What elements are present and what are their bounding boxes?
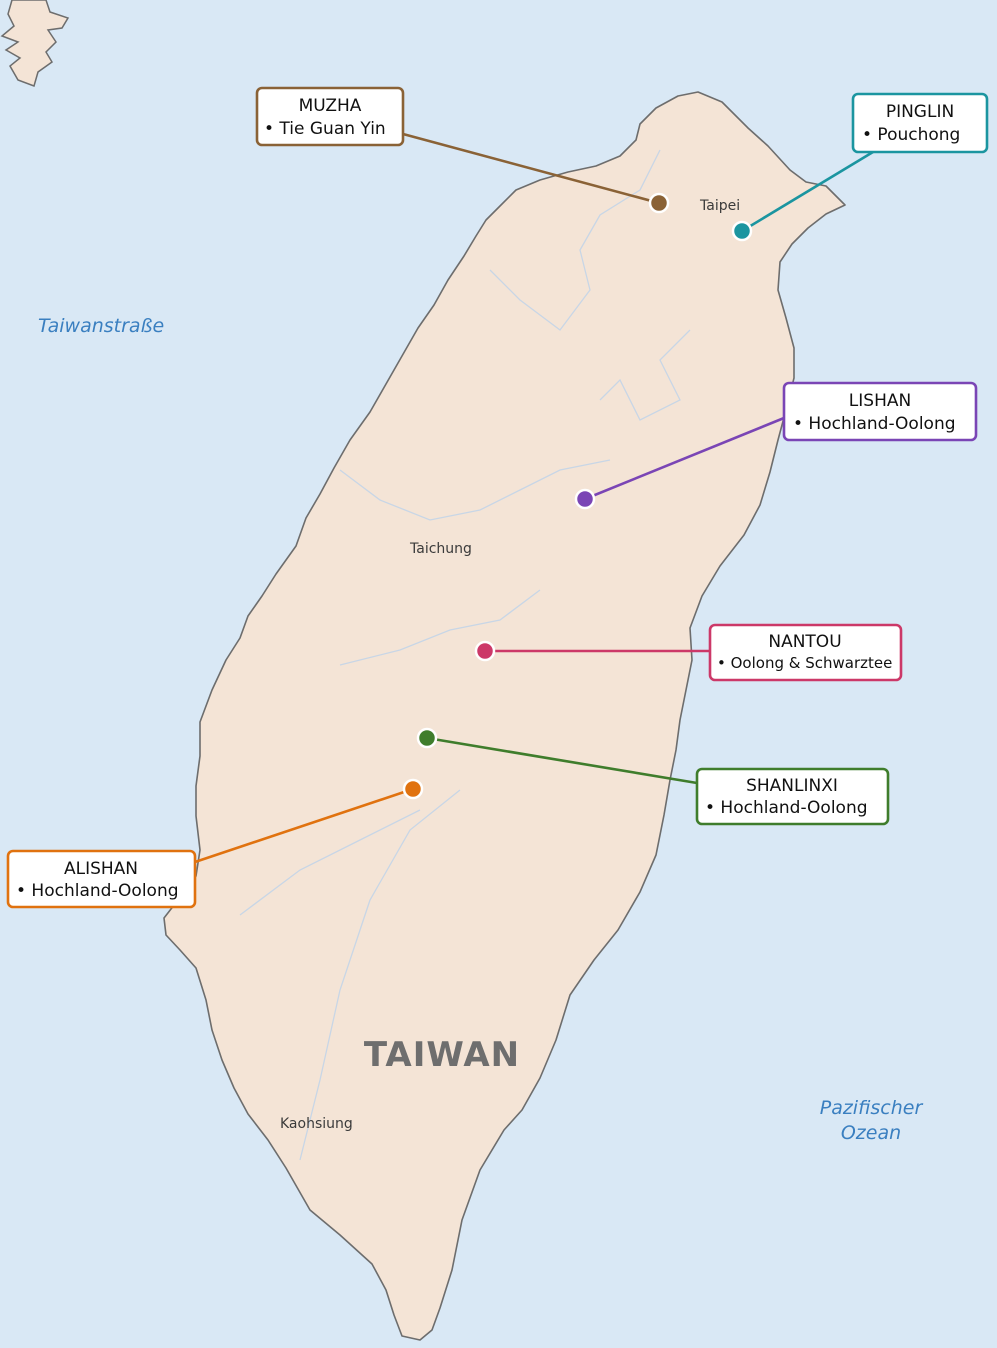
- label-box-shanlinxi-frame: [695, 767, 890, 826]
- label-alishan-tea: • Hochland-Oolong: [16, 881, 179, 901]
- label-box-nantou-frame: [708, 623, 903, 682]
- river-south-1: [299, 789, 461, 1161]
- city-label-kaohsiung: Kaohsiung: [280, 1116, 353, 1132]
- label-shanlinxi-tea: • Hochland-Oolong: [705, 798, 868, 818]
- leader-line-lishan: [584, 416, 785, 501]
- river-north: [489, 149, 661, 331]
- leader-line-pinglin: [741, 150, 874, 233]
- label-muzha-name: MUZHA: [299, 96, 362, 116]
- marker-shanlinxi[interactable]: [416, 727, 438, 749]
- label-box-pinglin-frame: [851, 92, 989, 154]
- leader-line-shanlinxi: [426, 736, 698, 785]
- river-south-2: [239, 809, 421, 916]
- label-nantou-name: NANTOU: [768, 632, 841, 652]
- label-box-muzha[interactable]: MUZHA • Tie Guan Yin: [255, 86, 405, 147]
- label-lishan-name: LISHAN: [849, 391, 911, 411]
- rivers: [239, 149, 691, 1161]
- river-east: [599, 329, 691, 421]
- label-box-pinglin[interactable]: PINGLIN • Pouchong: [851, 92, 989, 154]
- ocean-label-line2: Ozean: [841, 1122, 901, 1144]
- label-pinglin-name: PINGLIN: [886, 102, 954, 122]
- label-box-nantou[interactable]: NANTOU • Oolong & Schwarztee: [708, 623, 903, 682]
- country-label: TAIWAN: [364, 1035, 520, 1075]
- label-box-shanlinxi[interactable]: SHANLINXI • Hochland-Oolong: [695, 767, 890, 826]
- leader-line-alishan: [194, 787, 414, 864]
- ocean-label-line1: Pazifischer: [820, 1097, 924, 1119]
- city-label-taipei: Taipei: [699, 198, 740, 214]
- region-markers: [402, 192, 753, 800]
- marker-nantou[interactable]: [474, 640, 496, 662]
- label-pinglin-tea: • Pouchong: [862, 125, 960, 145]
- river-central-2: [339, 589, 541, 666]
- label-box-alishan[interactable]: ALISHAN • Hochland-Oolong: [6, 849, 197, 909]
- strait-label: Taiwanstraße: [38, 315, 164, 337]
- label-box-alishan-frame: [6, 849, 197, 909]
- label-box-muzha-frame: [255, 86, 405, 147]
- label-alishan-name: ALISHAN: [64, 859, 138, 879]
- label-shanlinxi-name: SHANLINXI: [746, 776, 838, 796]
- marker-lishan[interactable]: [574, 488, 596, 510]
- marker-muzha[interactable]: [648, 192, 670, 214]
- city-label-taichung: Taichung: [409, 541, 472, 557]
- label-box-lishan-frame: [782, 381, 978, 442]
- label-muzha-tea: • Tie Guan Yin: [264, 119, 386, 139]
- leader-lines: [194, 132, 874, 864]
- label-nantou-tea: • Oolong & Schwarztee: [717, 654, 892, 672]
- marker-pinglin[interactable]: [731, 220, 753, 242]
- taiwan-island: [163, 91, 846, 1341]
- label-lishan-tea: • Hochland-Oolong: [793, 414, 956, 434]
- river-center: [339, 459, 611, 521]
- island-top-left: [0, 0, 70, 87]
- leader-line-muzha: [402, 132, 660, 205]
- marker-alishan[interactable]: [402, 778, 424, 800]
- label-box-lishan[interactable]: LISHAN • Hochland-Oolong: [782, 381, 978, 442]
